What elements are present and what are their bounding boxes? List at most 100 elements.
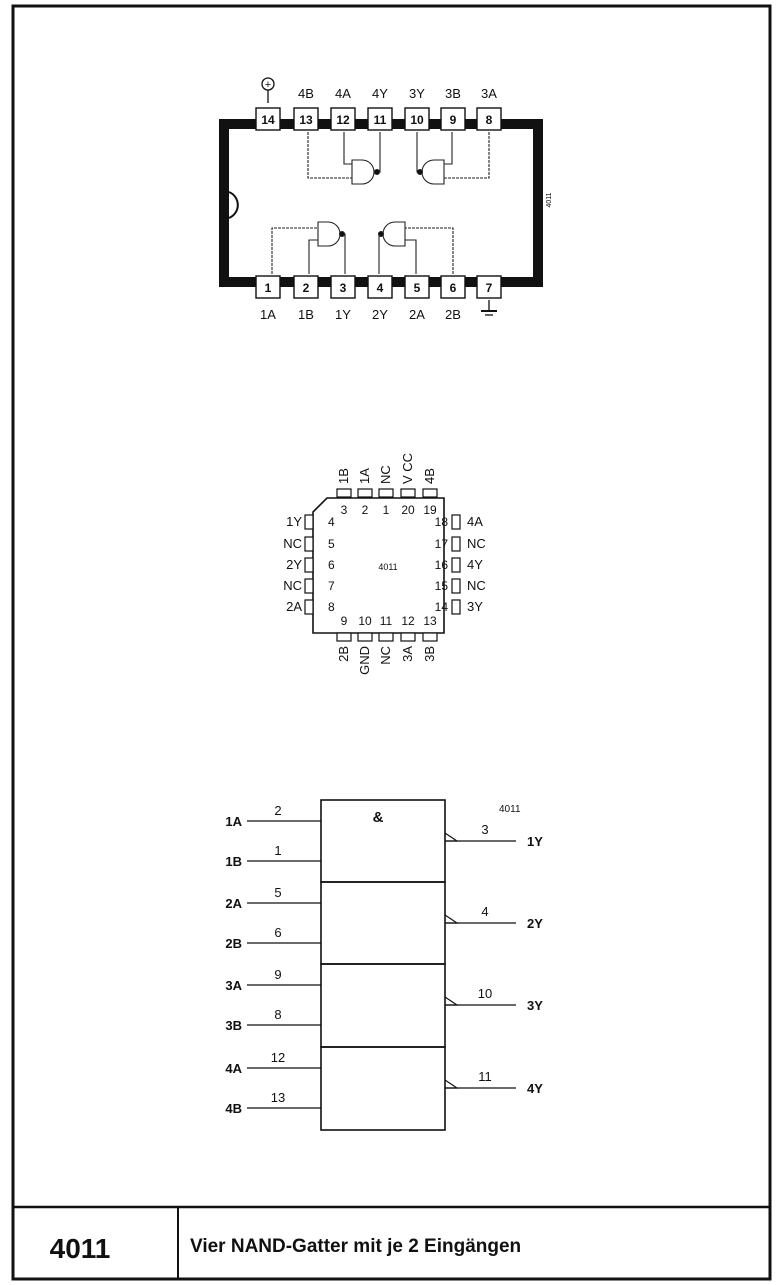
dip-pin-name: 3Y [409,86,425,101]
input-name: 1B [225,854,242,869]
output-pin-number: 3 [481,822,488,837]
input-pin-number: 2 [274,803,281,818]
plcc-pin-number: 2 [362,503,369,517]
dip-pin-7 [476,275,502,299]
plcc-pin-number: 20 [401,503,415,517]
plcc-pin-number: 8 [328,600,335,614]
plcc-pin-name: 3A [400,646,415,662]
plcc-pin-name: 4A [467,514,483,529]
plcc-pin-number: 5 [328,537,335,551]
plcc-pin-number: 18 [435,515,449,529]
dip-pin-number: 14 [261,113,275,127]
dip-pin-name: 2B [445,307,461,322]
page-frame [11,4,772,1281]
plcc-pin-number: 16 [435,558,449,572]
plcc-pin-number: 15 [435,579,449,593]
plcc-pin-number: 10 [358,614,372,628]
input-pin-number: 9 [274,967,281,982]
dip-pin-8 [476,107,502,131]
dip-pin-name: 4B [298,86,314,101]
plcc-pin-6 [304,557,314,573]
plcc-pin-number: 6 [328,558,335,572]
output-pin-number: 4 [481,904,488,919]
dip-pin-name: 4A [335,86,351,101]
plcc-pin-name: 2B [336,646,351,662]
nand-gate-4-icon [351,159,375,185]
dip-pin-9 [440,107,466,131]
dip-pin-number: 5 [414,281,421,295]
logic-chip-label: 4011 [499,804,521,815]
dip-pin-6 [440,275,466,299]
plcc-pin-number: 12 [401,614,415,628]
ground-symbol-icon [481,300,497,316]
input-pin-number: 12 [271,1050,285,1065]
plcc-pin-number: 3 [341,503,348,517]
nand-gate-3-icon [421,159,445,185]
plcc-pin-5 [304,536,314,552]
plcc-pin-11 [378,632,394,642]
vcc-symbol-plus: + [265,79,271,91]
plcc-pin-name: 3B [422,646,437,662]
plcc-pin-number: 13 [423,614,437,628]
plcc-pin-name: 2Y [286,557,302,572]
output-name: 4Y [527,1081,543,1096]
plcc-pin-name: 1B [336,468,351,484]
dip-pin-3 [330,275,356,299]
dip-pin-number: 2 [303,281,310,295]
dip-pin-name: 1Y [335,307,351,322]
input-name: 3A [225,978,242,993]
input-name: 2A [225,896,242,911]
output-name: 2Y [527,916,543,931]
dip-pin-number: 4 [377,281,384,295]
dip-pin-name: 1B [298,307,314,322]
output-name: 1Y [527,834,543,849]
dip-pin-number: 9 [450,113,457,127]
dip-pin-name: 1A [260,307,276,322]
plcc-pin-number: 7 [328,579,335,593]
output-pin-number: 11 [478,1069,492,1084]
plcc-pin-14 [451,599,461,615]
input-pin-number: 8 [274,1007,281,1022]
output-name: 3Y [527,998,543,1013]
plcc-pin-name: NC [283,536,302,551]
dip-pin-5 [404,275,430,299]
plcc-pin-number: 9 [341,614,348,628]
dip-pin-10 [404,107,430,131]
footer-description: Vier NAND-Gatter mit je 2 Eingängen [190,1236,521,1257]
plcc-pin-2 [357,488,373,498]
dip-pin-11 [367,107,393,131]
input-name: 4A [225,1061,242,1076]
input-name: 1A [225,814,242,829]
logic-symbol-diagram: & 4011 1A1B2131Y2A2B5642Y3A3B98103Y4A4B1… [225,799,543,1131]
output-pin-number: 10 [478,986,492,1001]
nand-gate-2-icon [382,221,406,247]
input-pin-number: 13 [271,1090,285,1105]
plcc-pin-10 [357,632,373,642]
dip-pin-name: 3A [481,86,497,101]
dip-pin-number: 11 [374,113,387,127]
dip-pin-12 [330,107,356,131]
plcc-pin-name: NC [378,646,393,665]
plcc-pin-name: NC [283,578,302,593]
dip-pin-number: 8 [486,113,493,127]
dip-pin-1 [255,275,281,299]
dip-orientation-notch [228,191,239,219]
plcc-pin-number: 19 [423,503,437,517]
plcc-pin-name: 1A [357,468,372,484]
plcc-pin-4 [304,514,314,530]
dip-internal-gates [271,132,490,274]
plcc-pin-name: GND [357,646,372,675]
input-name: 4B [225,1101,242,1116]
input-name: 3B [225,1018,242,1033]
input-pin-number: 6 [274,925,281,940]
plcc-pin-number: 1 [383,503,390,517]
plcc-chip-label: 4011 [378,562,397,572]
dip-pin-number: 6 [450,281,457,295]
dip-pin-number: 13 [299,113,313,127]
plcc-pin-16 [451,557,461,573]
plcc-pin-name: 4B [422,468,437,484]
dip-pin-2 [293,275,319,299]
